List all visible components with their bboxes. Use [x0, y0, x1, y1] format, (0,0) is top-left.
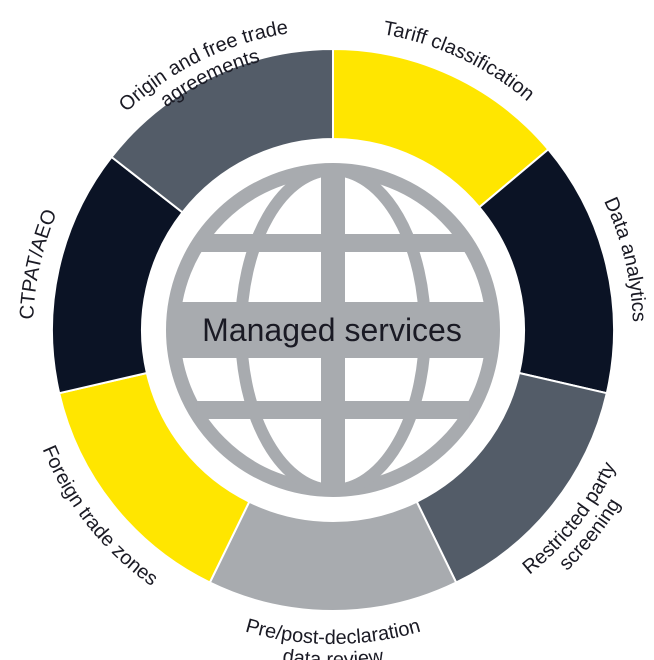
segment-label-pre-post-declaration: Pre/post-declaration	[243, 615, 422, 649]
globe-latitude-band	[196, 401, 470, 419]
segment-pre-post-declaration	[208, 500, 458, 612]
globe-latitude-band	[200, 234, 466, 252]
segment-label-pre-post-declaration: data review	[281, 645, 385, 660]
center-label: Managed services	[202, 312, 462, 348]
segment-origin-fta	[110, 47, 334, 214]
globe-latitude-band	[175, 302, 491, 358]
ring	[51, 47, 615, 612]
globe-icon	[166, 163, 500, 497]
center: Managed services	[202, 312, 462, 348]
